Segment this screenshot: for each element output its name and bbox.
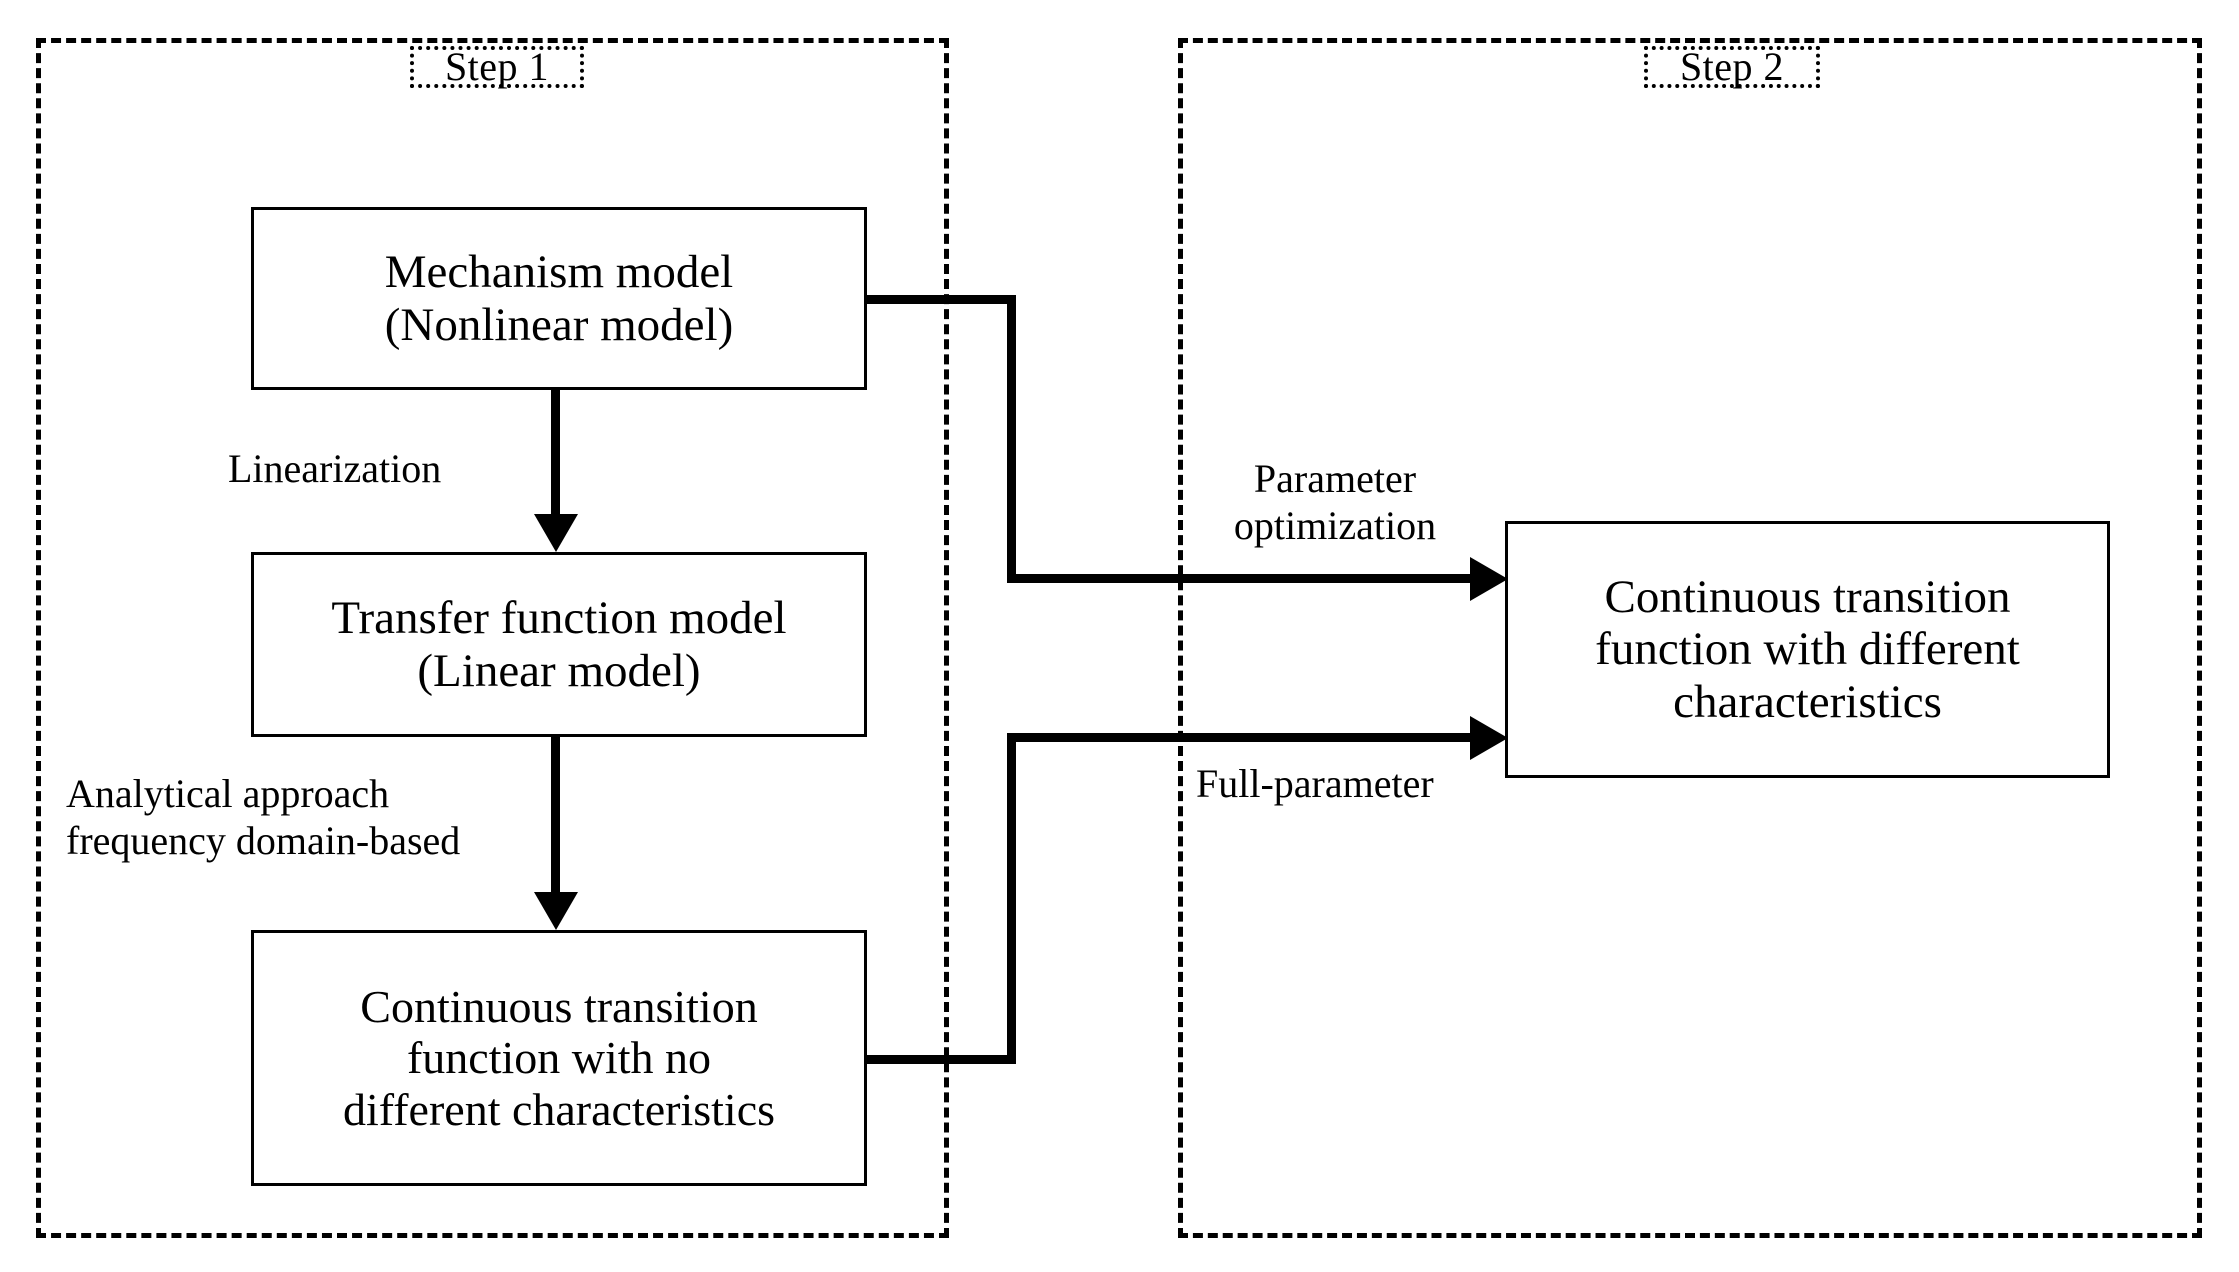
edge-parameter-optimization-seg-3 bbox=[1007, 574, 1473, 583]
edge-full-parameter-seg-1 bbox=[862, 1055, 1016, 1064]
node-mechanism-model: Mechanism model (Nonlinear model) bbox=[251, 207, 867, 390]
edge-parameter-optimization-label: Parameter optimization bbox=[1233, 456, 1437, 549]
edge-parameter-optimization-arrowhead bbox=[1470, 557, 1508, 601]
node-continuous-transition-different-label: Continuous transition function with diff… bbox=[1595, 570, 2020, 728]
edge-linearization-arrowhead bbox=[534, 514, 578, 552]
edge-full-parameter-label: Full-parameter bbox=[1196, 761, 1434, 806]
edge-analytical-approach-label: Analytical approach frequency domain-bas… bbox=[66, 771, 461, 864]
node-transfer-function-model: Transfer function model (Linear model) bbox=[251, 552, 867, 737]
edge-linearization-line bbox=[551, 390, 560, 518]
edge-linearization-label: Linearization bbox=[228, 446, 442, 491]
edge-full-parameter-arrowhead bbox=[1470, 716, 1508, 760]
step-1-title-chip: Step 1 bbox=[410, 46, 584, 88]
edge-parameter-optimization-seg-1 bbox=[862, 295, 1016, 304]
edge-parameter-optimization-seg-2 bbox=[1007, 295, 1016, 578]
edge-analytical-approach-line bbox=[551, 737, 560, 895]
step-2-title-label: Step 2 bbox=[1679, 44, 1785, 89]
edge-full-parameter-seg-2 bbox=[1007, 733, 1016, 1060]
panel-step-1 bbox=[36, 38, 949, 1238]
node-continuous-transition-no-different-label: Continuous transition function with no d… bbox=[342, 980, 776, 1135]
node-mechanism-model-label: Mechanism model (Nonlinear model) bbox=[384, 245, 734, 351]
step-2-title-chip: Step 2 bbox=[1644, 46, 1820, 88]
edge-full-parameter-seg-3 bbox=[1007, 733, 1473, 742]
step-1-title-label: Step 1 bbox=[444, 44, 550, 89]
node-transfer-function-model-label: Transfer function model (Linear model) bbox=[331, 591, 787, 697]
node-continuous-transition-no-different: Continuous transition function with no d… bbox=[251, 930, 867, 1186]
panel-step-2 bbox=[1178, 38, 2202, 1238]
edge-analytical-approach-arrowhead bbox=[534, 892, 578, 930]
node-continuous-transition-different: Continuous transition function with diff… bbox=[1505, 521, 2110, 778]
